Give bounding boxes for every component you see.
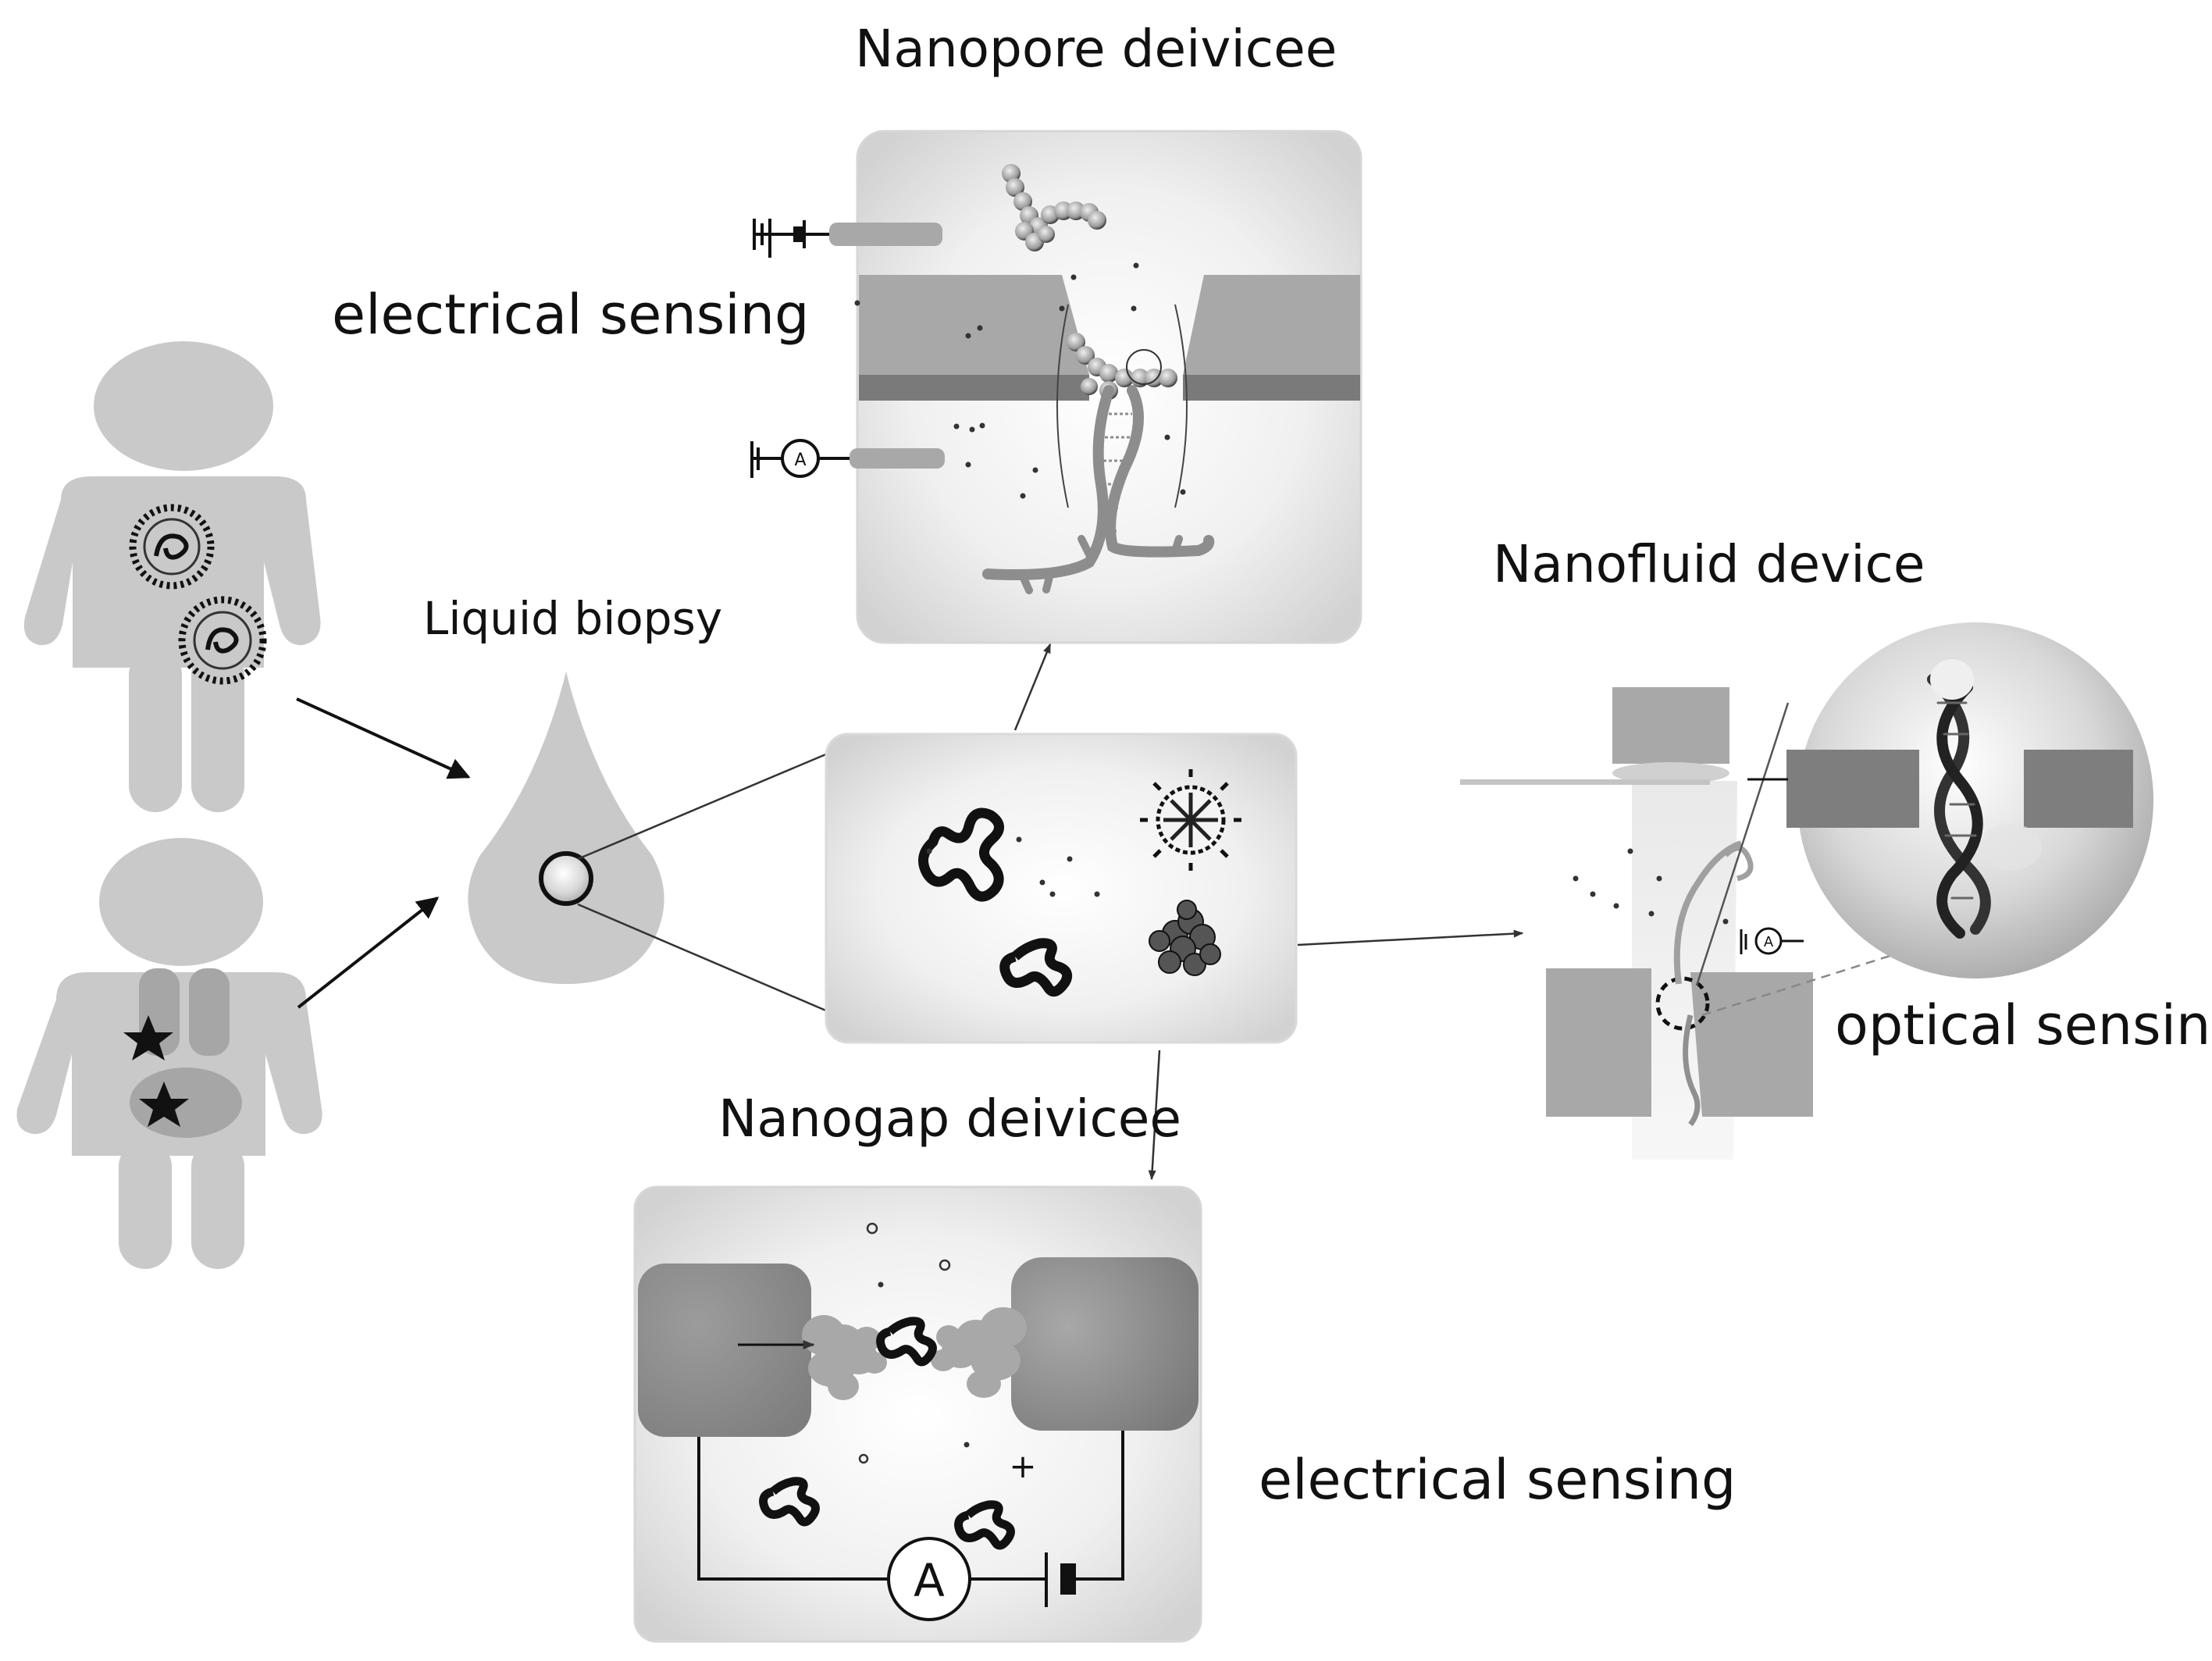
electrode-right — [931, 1257, 1199, 1431]
nanopore-sensing-label: electrical sensing — [332, 283, 810, 347]
svg-text:A: A — [914, 1554, 945, 1607]
circulating-tumor-cell — [129, 504, 267, 685]
zoom-line-bottom — [577, 903, 828, 1013]
optical-sensing-label: optical sensing — [1835, 993, 2212, 1057]
plus-sign: + — [1009, 1447, 1036, 1485]
ammeter-icon: A — [887, 1537, 971, 1621]
svg-text:A: A — [1764, 934, 1774, 950]
nanogap-circuit — [697, 1431, 1124, 1607]
biomarker-panel — [825, 732, 1298, 1044]
organ-with-tumors — [123, 968, 242, 1138]
nanofluid-device: A — [1460, 622, 2153, 1160]
rna-fragment-in-gap — [876, 1317, 937, 1367]
nanopore-panel: A — [750, 130, 1362, 644]
electrode-left — [638, 1264, 887, 1437]
magnified-pore-view — [1786, 622, 2153, 978]
nanogap-title: Nanogap deivicee — [718, 1089, 1181, 1149]
microscope-objective-icon — [1612, 687, 1729, 784]
arrow-to-nanogap — [1148, 1050, 1161, 1181]
battery-icon — [753, 219, 829, 258]
protein-chain — [1002, 164, 1106, 251]
nanofluid-title: Nanofluid device — [1493, 534, 1925, 594]
arrow-to-nanofluid — [1297, 929, 1524, 946]
arrow-person2-to-biopsy — [297, 896, 440, 1009]
translocating-protein — [1067, 333, 1177, 400]
exosome-vesicle — [1140, 769, 1241, 871]
arrow-person1-to-biopsy — [296, 697, 471, 779]
liquid-biopsy-label: Liquid biopsy — [423, 592, 723, 645]
blood-drop-icon — [468, 672, 664, 984]
zoom-line-top — [577, 752, 828, 861]
svg-text:A: A — [794, 451, 806, 470]
ammeter-icon: A — [1740, 927, 1804, 955]
arrow-to-nanopore — [1013, 643, 1052, 731]
dna-helix-icon — [1927, 674, 1991, 939]
membrane-left — [859, 275, 1089, 375]
protein-cluster — [1149, 900, 1221, 976]
nanogap-sensing-label: electrical sensing — [1259, 1448, 1736, 1512]
person-tumor-cells-icon — [23, 341, 321, 812]
membrane-right — [1183, 275, 1360, 375]
ammeter-icon: A — [750, 439, 850, 478]
nanogap-panel: + A — [633, 1185, 1202, 1643]
rna-fragment — [999, 938, 1073, 997]
nanopore-title: Nanopore deivicee — [855, 19, 1338, 79]
person-organ-tumor-icon — [16, 838, 322, 1269]
